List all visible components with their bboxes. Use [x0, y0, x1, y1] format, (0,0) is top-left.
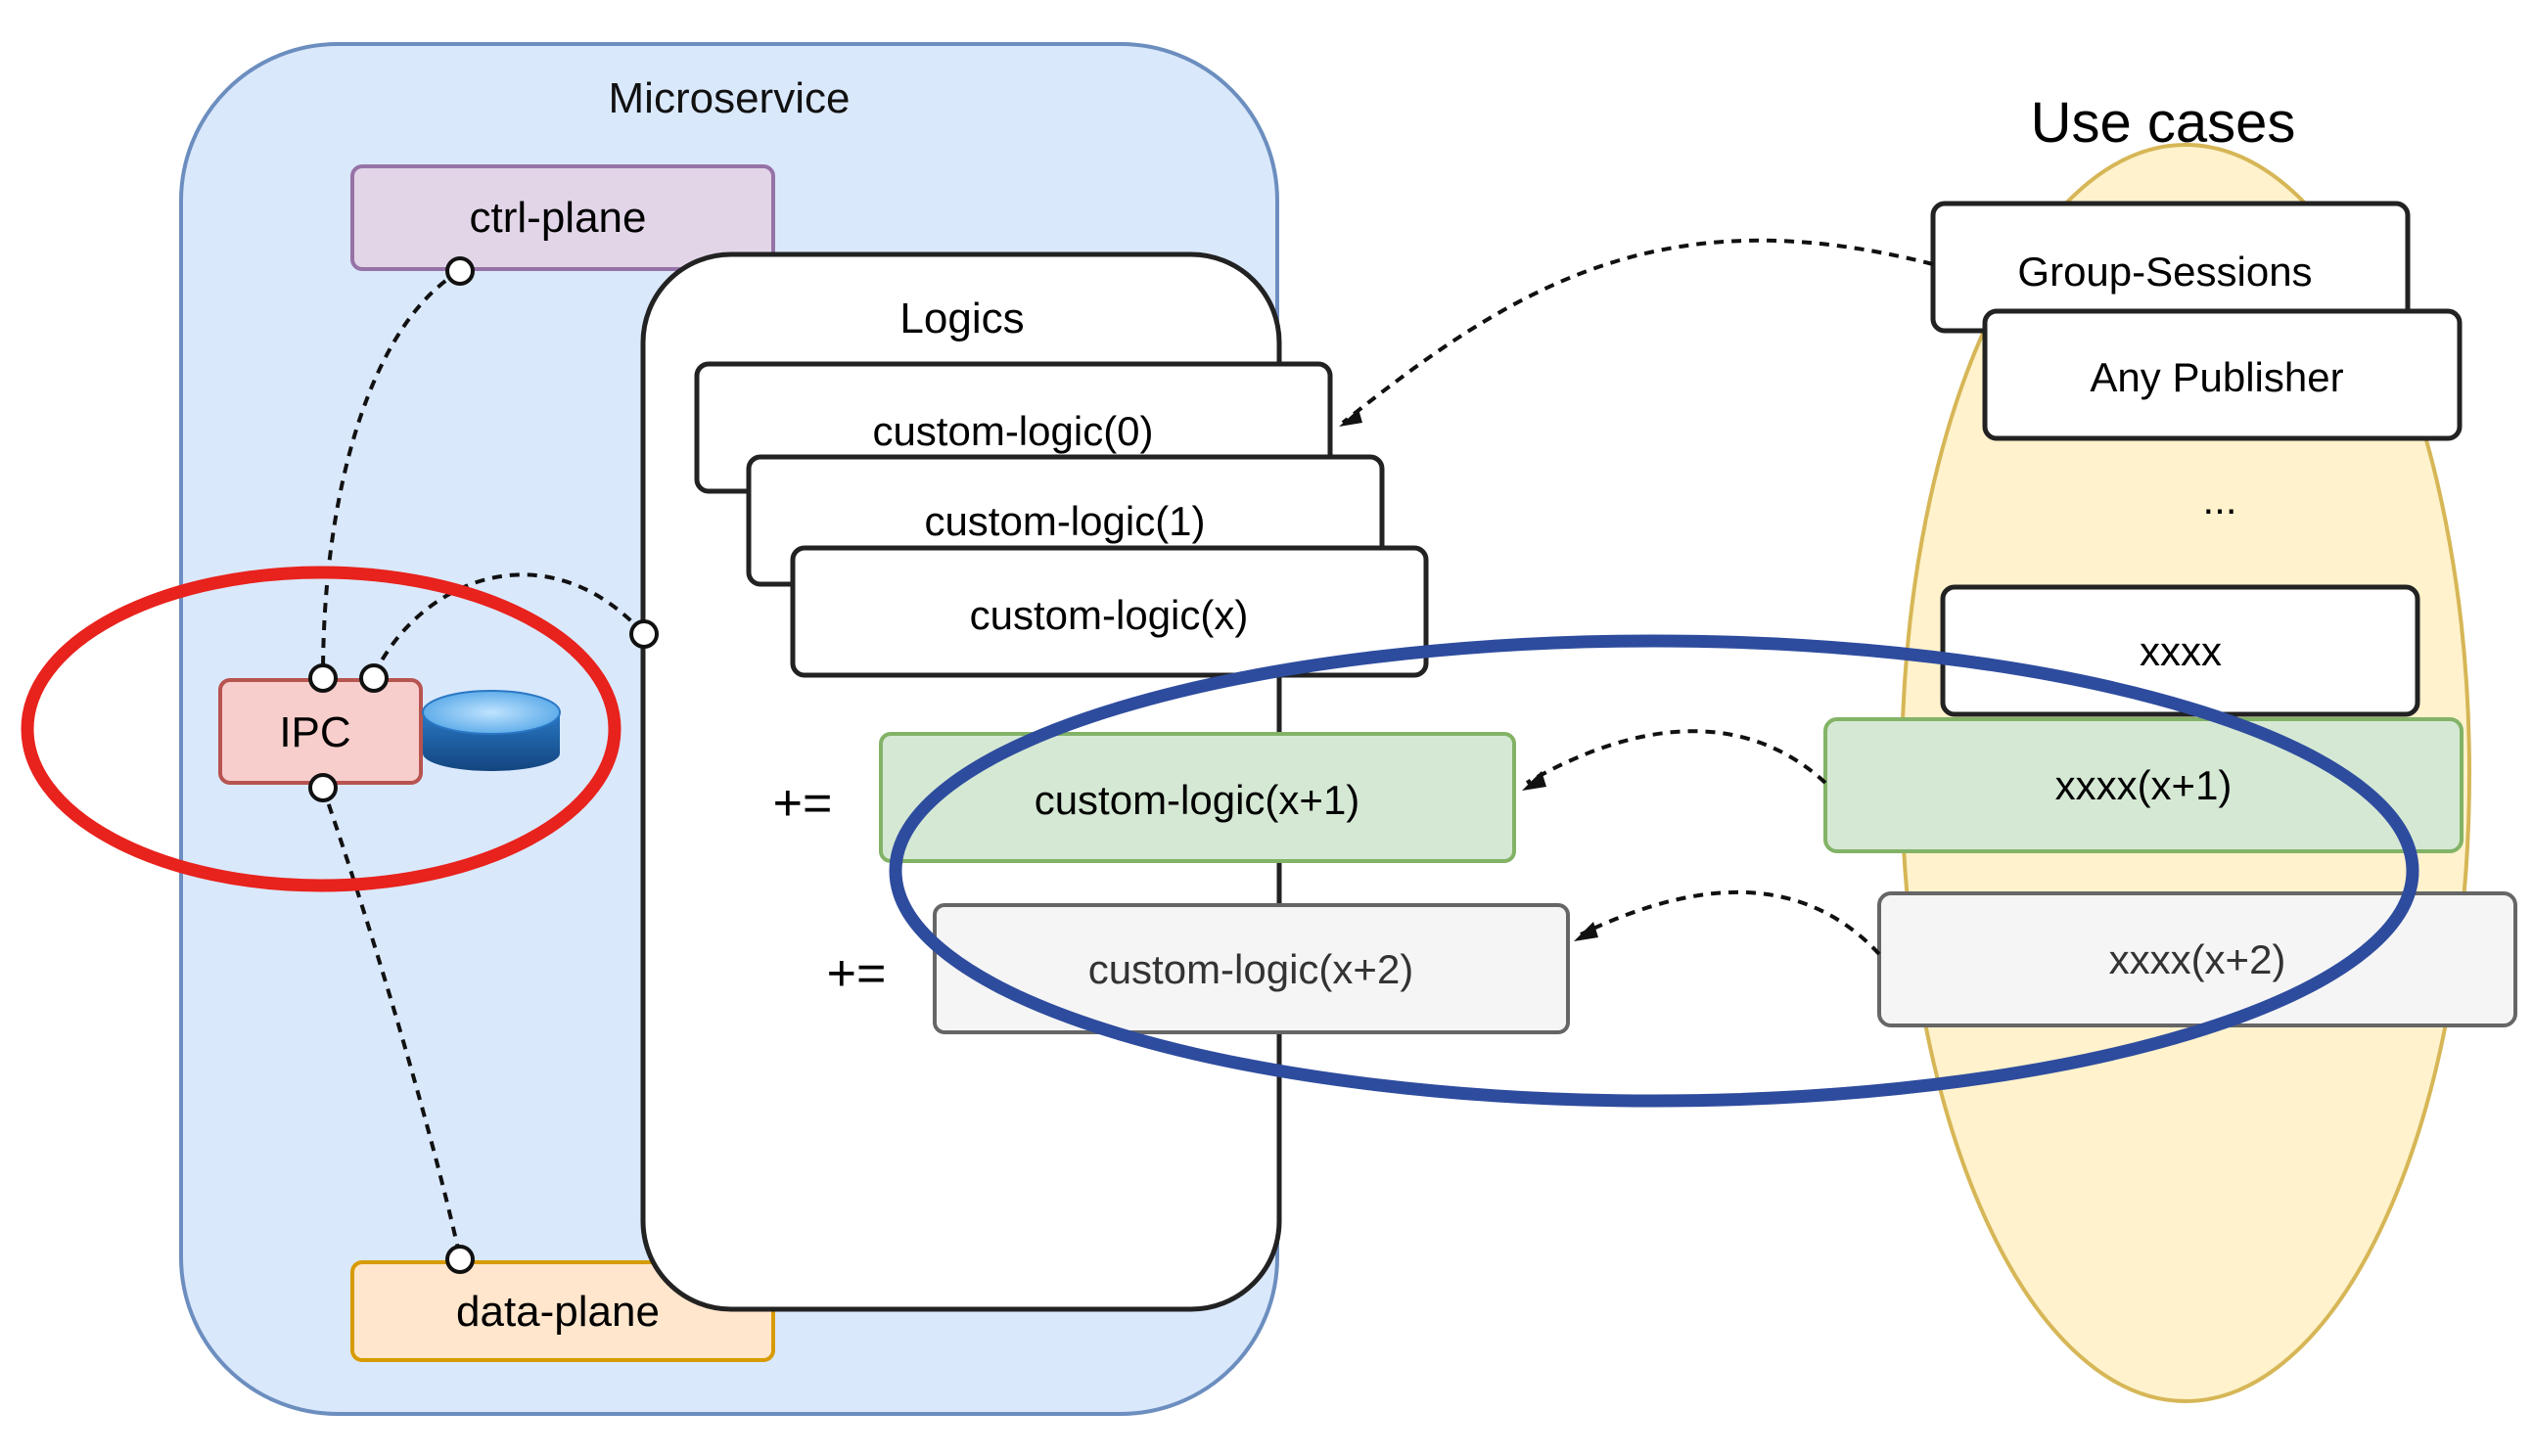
- use-case-label: Any Publisher: [2090, 354, 2343, 400]
- use-case-box: [1982, 308, 2463, 441]
- arrowhead: [1522, 771, 1546, 791]
- connection-points: [308, 256, 659, 1274]
- port-circle: [308, 663, 338, 693]
- port-circle: [359, 663, 389, 693]
- plus-equals-operator: +=: [773, 775, 833, 832]
- port-circle: [308, 773, 338, 802]
- port-circle: [445, 256, 475, 286]
- logics-title: Logics: [899, 295, 1024, 342]
- arrowhead: [1574, 922, 1598, 941]
- logic-label: custom-logic(1): [924, 498, 1205, 544]
- use-case-ellipsis: ...: [2202, 477, 2236, 523]
- connector-ipc-logics: [372, 572, 646, 676]
- red-highlight-oval: [21, 566, 622, 892]
- logic-stack: custom-logic(0) custom-logic(1) custom-l…: [694, 361, 1429, 678]
- new-logic-box: [933, 903, 1570, 1034]
- port-circle: [629, 619, 659, 649]
- arrowheads: [1339, 409, 1598, 941]
- logic-label: custom-logic(x): [970, 592, 1249, 638]
- microservice-title: Microservice: [609, 74, 851, 122]
- logic-label: custom-logic(0): [872, 408, 1153, 454]
- use-case-label: Group-Sessions: [2017, 249, 2312, 295]
- new-use-case-label: xxxx(x+1): [2055, 762, 2233, 808]
- arrowhead: [1339, 409, 1362, 427]
- connector-new-usecase1: [1526, 729, 1827, 785]
- ctrl-plane-label: ctrl-plane: [470, 194, 647, 242]
- database-icon: [422, 690, 561, 771]
- new-logic-label: custom-logic(x+2): [1088, 946, 1414, 992]
- new-logic-box: [879, 732, 1516, 863]
- use-cases-title: Use cases: [2031, 91, 2296, 155]
- plus-equals-operator: +=: [827, 945, 887, 1002]
- use-case-label: xxxx: [2140, 628, 2222, 674]
- logic-box: [790, 545, 1429, 678]
- data-plane-label: data-plane: [456, 1288, 660, 1336]
- connector-ctrl-ipc: [321, 269, 462, 676]
- new-logic-label: custom-logic(x+1): [1035, 777, 1360, 823]
- ipc-label: IPC: [279, 708, 350, 756]
- new-use-case-label: xxxx(x+2): [2109, 936, 2286, 982]
- connector-usecase-logic0: [1341, 238, 1934, 425]
- blue-highlight-oval: [889, 634, 2419, 1108]
- connector-new-usecase2: [1580, 890, 1881, 956]
- connector-ipc-data: [321, 787, 462, 1258]
- port-circle: [445, 1245, 475, 1274]
- connectors: [321, 238, 1934, 1258]
- ctrl-plane-box: [350, 164, 775, 271]
